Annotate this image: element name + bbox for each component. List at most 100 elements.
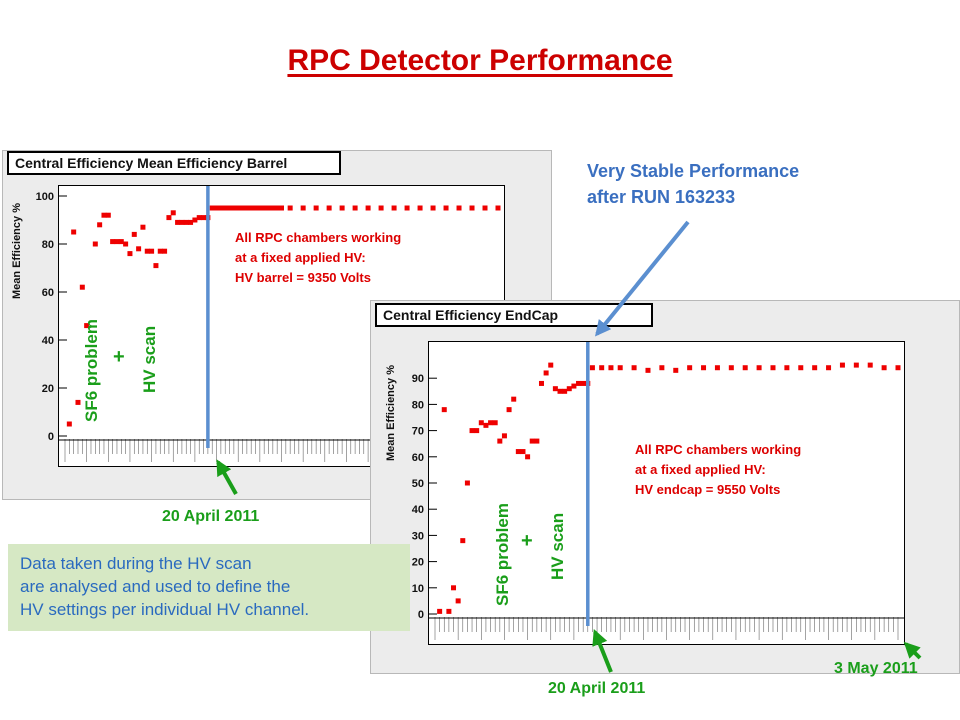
barrel-data-point — [266, 205, 272, 211]
barrel-data-point — [365, 205, 371, 211]
barrel-data-point — [287, 205, 293, 211]
barrel-data-point — [214, 205, 220, 211]
endcap-data-point — [617, 365, 623, 371]
barrel-data-point — [188, 219, 194, 225]
barrel-data-point — [261, 205, 267, 211]
endcap-data-point — [437, 608, 443, 614]
barrel-data-point — [313, 205, 319, 211]
barrel-data-point — [92, 241, 98, 247]
endcap-data-point — [557, 388, 563, 394]
endcap-data-point — [464, 480, 470, 486]
barrel-hv-note: All RPC chambers working at a fixed appl… — [235, 228, 401, 288]
endcap-data-point — [543, 370, 549, 376]
endcap-chart-title: Central Efficiency EndCap — [375, 303, 653, 327]
barrel-ytick-label: 100 — [36, 191, 54, 203]
endcap-data-point — [525, 454, 531, 460]
barrel-data-point — [131, 231, 137, 237]
barrel-data-point — [417, 205, 423, 211]
endcap-data-point — [756, 365, 762, 371]
barrel-date-label: 20 April 2011 — [162, 508, 260, 525]
barrel-data-point — [253, 205, 259, 211]
endcap-data-point — [534, 438, 540, 444]
slide-title: RPC Detector Performance — [287, 44, 673, 77]
barrel-data-point — [196, 215, 202, 221]
endcap-data-point — [812, 365, 818, 371]
endcap-data-point — [446, 608, 452, 614]
barrel-y-axis-label: Mean Efficiency % — [11, 203, 23, 299]
endcap-data-point — [460, 538, 466, 544]
endcap-data-point — [673, 367, 679, 373]
barrel-data-point — [326, 205, 332, 211]
endcap-data-point — [701, 365, 707, 371]
endcap-data-point — [867, 362, 873, 368]
barrel-data-point — [279, 205, 284, 211]
endcap-hv-note-line2: at a fixed applied HV: — [635, 462, 766, 477]
endcap-data-point — [895, 365, 901, 371]
endcap-data-point — [839, 362, 845, 368]
barrel-data-point — [140, 224, 146, 230]
endcap-ytick-label: 30 — [412, 530, 424, 542]
endcap-data-point — [599, 365, 605, 371]
barrel-chart-title: Central Efficiency Mean Efficiency Barre… — [7, 151, 341, 175]
endcap-data-point — [645, 367, 651, 373]
endcap-data-point — [497, 438, 503, 444]
barrel-data-point — [175, 219, 181, 225]
endcap-y-axis-label: Mean Efficiency % — [385, 365, 397, 461]
endcap-ytick-label: 40 — [412, 504, 424, 516]
barrel-data-point — [391, 205, 397, 211]
endcap-data-point — [538, 380, 544, 386]
endcap-data-point — [515, 449, 521, 455]
endcap-data-point — [506, 407, 512, 413]
barrel-hv-note-line2: at a fixed applied HV: — [235, 250, 366, 265]
barrel-ytick-label: 20 — [42, 383, 54, 395]
barrel-data-point — [404, 205, 410, 211]
barrel-data-point — [166, 215, 172, 221]
endcap-data-point — [548, 362, 554, 368]
endcap-hvscan-label: HV scan — [548, 512, 567, 580]
barrel-data-point — [495, 205, 501, 211]
endcap-data-point — [687, 365, 693, 371]
barrel-data-point — [300, 205, 306, 211]
endcap-ytick-label: 50 — [412, 478, 424, 490]
info-line1: Data taken during the HV scan — [20, 554, 252, 573]
info-line3: HV settings per individual HV channel. — [20, 600, 310, 619]
endcap-hv-note: All RPC chambers working at a fixed appl… — [635, 440, 801, 500]
endcap-ytick-label: 0 — [418, 609, 424, 621]
endcap-data-point — [631, 365, 637, 371]
barrel-data-point — [469, 205, 475, 211]
endcap-data-point — [511, 396, 517, 402]
endcap-data-point — [501, 433, 507, 439]
barrel-data-point — [352, 205, 358, 211]
barrel-data-point — [201, 215, 207, 221]
endcap-data-point — [608, 365, 614, 371]
endcap-data-point — [478, 420, 484, 426]
barrel-data-point — [231, 205, 237, 211]
endcap-data-point — [488, 420, 494, 426]
endcap-ytick-label: 80 — [412, 399, 424, 411]
barrel-hv-note-line1: All RPC chambers working — [235, 230, 402, 245]
barrel-data-point — [162, 248, 168, 254]
endcap-ytick-label: 90 — [412, 373, 424, 385]
barrel-data-point — [114, 239, 120, 245]
barrel-sf6-label: SF6 problem — [82, 319, 101, 422]
barrel-hv-note-line3: HV barrel = 9350 Volts — [235, 270, 371, 285]
endcap-data-point — [589, 365, 595, 371]
barrel-data-point — [248, 205, 254, 211]
barrel-ytick-label: 0 — [48, 431, 54, 443]
barrel-data-point — [123, 241, 129, 247]
barrel-data-point — [127, 251, 133, 257]
barrel-data-point — [240, 205, 246, 211]
endcap-data-point — [728, 365, 734, 371]
endcap-data-point — [571, 383, 577, 389]
barrel-data-point — [71, 229, 77, 235]
endcap-hv-note-line3: HV endcap = 9550 Volts — [635, 482, 781, 497]
barrel-data-point — [378, 205, 384, 211]
endcap-plus-label: + — [521, 530, 533, 552]
barrel-data-point — [235, 205, 241, 211]
endcap-data-point — [742, 365, 748, 371]
endcap-data-point — [474, 428, 480, 434]
endcap-data-point — [798, 365, 804, 371]
endcap-data-point — [881, 365, 887, 371]
barrel-data-point — [149, 248, 155, 254]
barrel-plus-label: + — [113, 346, 125, 368]
